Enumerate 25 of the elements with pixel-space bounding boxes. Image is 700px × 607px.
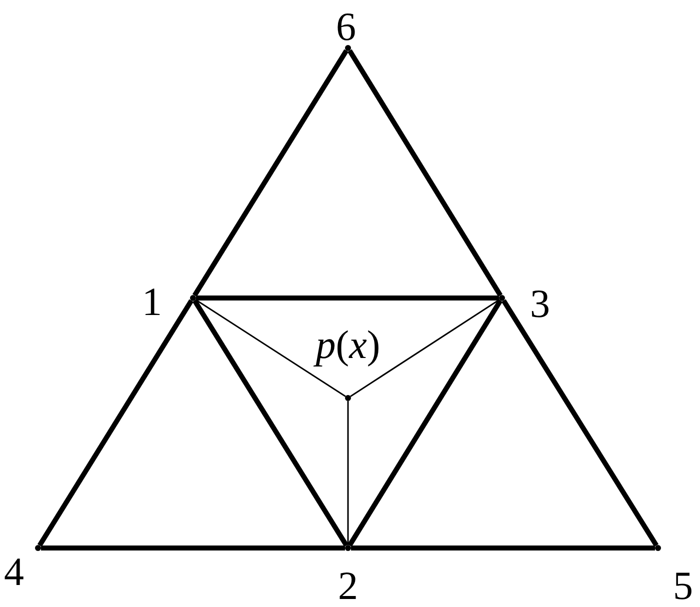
vertex-label: 2	[338, 566, 358, 606]
vertex-label: 5	[673, 566, 693, 606]
line-segment	[196, 296, 499, 300]
line-segment	[192, 299, 349, 547]
line-segment	[350, 299, 500, 397]
line-segment	[41, 546, 345, 550]
line-segment	[501, 299, 659, 547]
vertex-label: 4	[4, 552, 24, 592]
vertex-point	[345, 45, 351, 51]
vertex-label: 1	[142, 282, 162, 322]
line-segment	[347, 401, 349, 545]
vertex-point	[345, 395, 351, 401]
line-segment	[37, 299, 194, 547]
vertex-point	[499, 295, 505, 301]
line-segment	[195, 299, 346, 397]
vertex-point	[35, 545, 41, 551]
vertex-label: 3	[530, 284, 550, 324]
line-segment	[347, 49, 503, 297]
line-segment	[192, 49, 349, 297]
line-segment	[351, 546, 655, 550]
line-segment	[347, 299, 503, 547]
vertex-point	[655, 545, 661, 551]
vertex-label: 6	[336, 7, 356, 47]
vertex-point	[190, 295, 196, 301]
vertex-point	[345, 545, 351, 551]
